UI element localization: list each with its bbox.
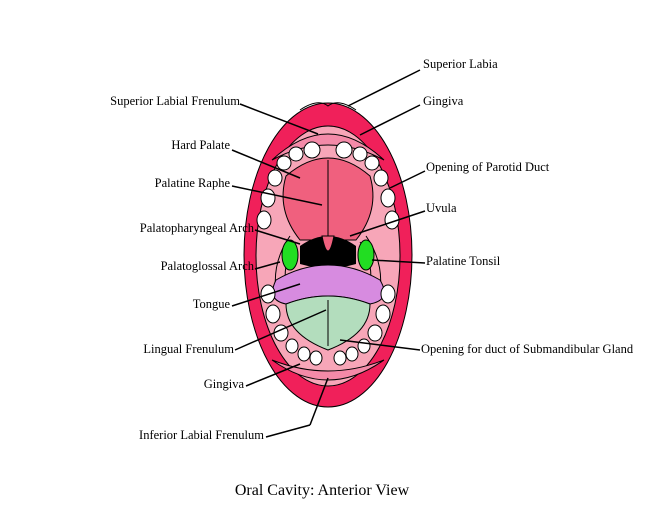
label-opening-submandibular: Opening for duct of Submandibular Gland — [421, 342, 634, 356]
label-inferior-labial-frenulum: Inferior Labial Frenulum — [139, 428, 264, 442]
uvula — [321, 235, 335, 252]
label-superior-labial-frenulum: Superior Labial Frenulum — [110, 94, 240, 108]
throat-opening — [300, 236, 356, 268]
lower-gingiva — [271, 359, 385, 381]
label-palatine-tonsil: Palatine Tonsil — [426, 254, 501, 268]
label-gingiva-upper: Gingiva — [423, 94, 464, 108]
diagram-caption: Oral Cavity: Anterior View — [234, 482, 410, 499]
label-tongue: Tongue — [192, 297, 230, 311]
label-palatine-raphe: Palatine Raphe — [154, 176, 230, 190]
palatine-tonsil-right — [357, 239, 375, 271]
label-uvula: Uvula — [426, 201, 457, 215]
label-opening-parotid-duct: Opening of Parotid Duct — [426, 160, 550, 174]
label-lingual-frenulum: Lingual Frenulum — [143, 342, 234, 356]
lower-teeth — [260, 284, 396, 366]
palatine-tonsil-left — [281, 239, 299, 271]
label-superior-labia: Superior Labia — [423, 57, 498, 71]
label-palatopharyngeal-arch: Palatopharyngeal Arch — [139, 221, 254, 235]
label-hard-palate: Hard Palate — [171, 138, 230, 152]
leader-lines — [231, 69, 426, 438]
upper-lip-notch — [299, 102, 357, 111]
upper-teeth — [256, 141, 400, 230]
label-palatoglossal-arch: Palatoglossal Arch — [160, 259, 254, 273]
label-gingiva-lower: Gingiva — [203, 377, 244, 391]
